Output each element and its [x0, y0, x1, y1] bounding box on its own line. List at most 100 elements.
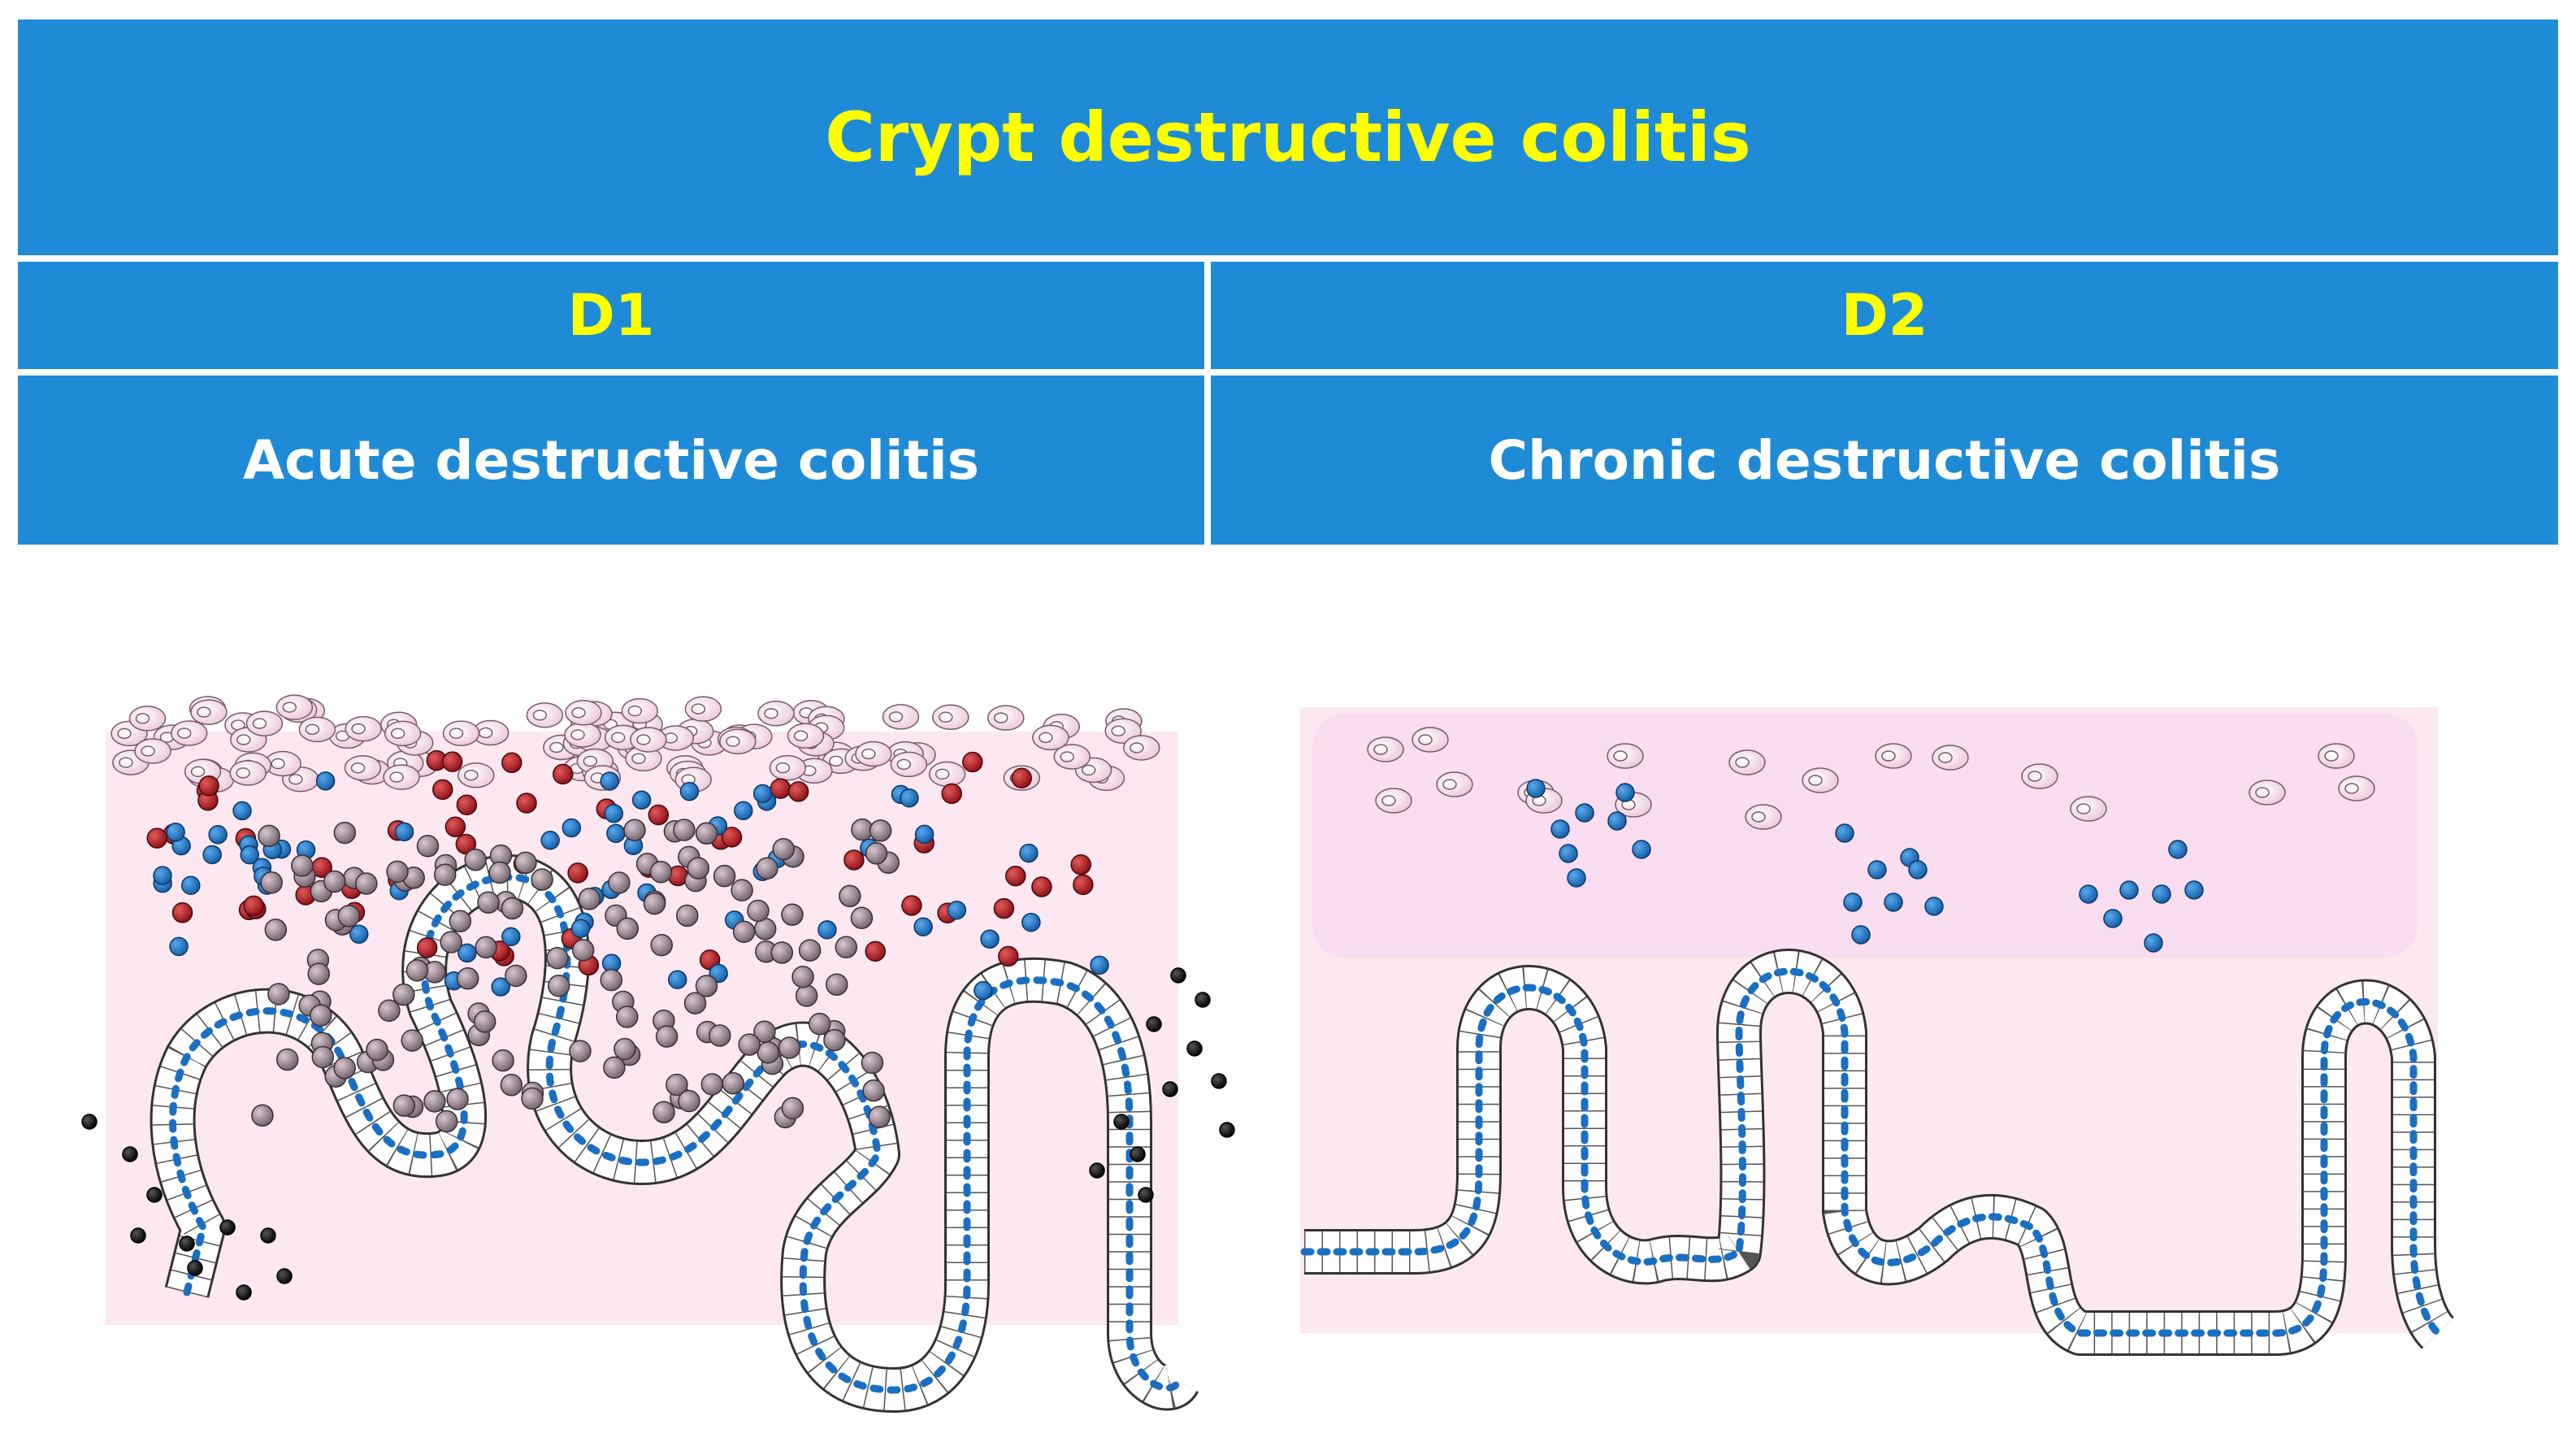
macrophage [757, 1041, 779, 1064]
d2-crypt-epithelium [1300, 949, 2455, 1356]
lymphocyte [1632, 840, 1651, 859]
macrophage [401, 1029, 423, 1052]
debris [1211, 1073, 1227, 1089]
title-text: Crypt destructive colitis [825, 98, 1751, 177]
lymphocyte [232, 801, 252, 821]
macrophage [433, 863, 457, 886]
lymphocyte [1559, 844, 1578, 863]
plasma-cell-nucleus [282, 701, 297, 713]
plasma-cell-nucleus [389, 771, 404, 783]
lymphocyte [501, 927, 521, 947]
lymphocyte [169, 936, 189, 957]
lymphocyte [817, 920, 837, 940]
macrophage [600, 968, 622, 992]
plasma-cell [442, 720, 480, 746]
plasma-cell [1802, 767, 1839, 793]
plasma-cell [245, 710, 284, 736]
lymphocyte [1851, 925, 1871, 945]
macrophage [323, 870, 346, 893]
lymphocyte [1908, 860, 1928, 880]
plasma-cell [1123, 735, 1160, 761]
plasma-cell [2318, 743, 2355, 769]
macrophage [386, 860, 409, 884]
macrophage [835, 936, 858, 959]
lymphocyte [153, 866, 172, 885]
macrophage [791, 966, 814, 988]
neutrophil [416, 937, 438, 958]
macrophage [862, 1079, 885, 1102]
debris [236, 1284, 252, 1301]
plasma-cell-nucleus [1081, 764, 1096, 776]
plasma-cell-nucleus [2324, 750, 2339, 762]
macrophage [778, 1036, 801, 1059]
macrophage [473, 1010, 497, 1033]
macrophage [571, 939, 595, 962]
crypt [1300, 949, 2455, 1356]
neutrophil [567, 862, 588, 884]
macrophage [722, 1072, 744, 1095]
neutrophil [648, 804, 670, 826]
macrophage [683, 992, 707, 1014]
d1-crypt-epithelium [150, 854, 1199, 1413]
plasma-cell-nucleus [236, 734, 251, 745]
macrophage [423, 1090, 446, 1113]
macrophage [392, 1094, 416, 1117]
plasma-cell-nucleus [305, 723, 320, 736]
lymphocyte [900, 788, 919, 808]
lymphocyte [166, 823, 185, 842]
debris [1113, 1114, 1130, 1130]
macrophage [366, 1038, 388, 1062]
d2-inflammatory-infiltrate [1367, 727, 2375, 953]
plasma-cell [987, 705, 1025, 731]
plasma-cell-nucleus [197, 706, 211, 718]
macrophage [643, 892, 666, 915]
plasma-cell [932, 704, 969, 731]
d2-superficial-band [1312, 714, 2418, 958]
macrophage [435, 1110, 458, 1133]
lymphocyte [947, 900, 967, 920]
plasma-cell-nucleus [793, 730, 809, 741]
plasma-cell-nucleus [1418, 734, 1433, 745]
macrophage [378, 999, 401, 1023]
lymphocyte [914, 824, 935, 845]
nuclei [169, 873, 1182, 1394]
plasma-cell-nucleus [1751, 811, 1766, 823]
plasma-cell-nucleus [1808, 775, 1823, 786]
plasma-cell-nucleus [350, 762, 366, 774]
plasma-cell-nucleus [861, 748, 876, 760]
d2-code-text: D2 [1841, 282, 1928, 349]
macrophage [267, 983, 290, 1005]
plasma-cell [2338, 775, 2375, 801]
neutrophil [1073, 874, 1094, 896]
plasma-cell [719, 728, 757, 754]
debris [130, 1227, 146, 1244]
macrophage [569, 1040, 592, 1062]
macrophage [578, 888, 601, 910]
macrophage [868, 1105, 891, 1128]
plasma-cell-nucleus [1613, 750, 1628, 762]
plasma-cell-nucleus [726, 736, 740, 747]
d2-chronic-illustration [1300, 707, 2455, 1356]
plasma-cell [769, 754, 807, 781]
neutrophil [1005, 866, 1026, 887]
debris [1162, 1081, 1178, 1097]
macrophage [505, 964, 527, 988]
neutrophil [721, 827, 743, 848]
macrophage [713, 864, 736, 888]
lymphocyte [1090, 955, 1109, 975]
plasma-cell [298, 716, 336, 743]
macrophage [475, 936, 497, 959]
plasma-cell-nucleus [775, 762, 791, 774]
macrophage [756, 857, 778, 880]
plasma-cell [757, 701, 795, 727]
lymphocyte [540, 831, 560, 850]
macrophage [521, 1087, 544, 1110]
lymphocyte [1924, 897, 1944, 916]
macrophage [666, 1073, 688, 1097]
lymphocyte [1567, 868, 1586, 888]
plasma-cell [344, 754, 382, 781]
plasma-cell [345, 715, 382, 742]
d1-inflammatory-infiltrate [81, 694, 1235, 1301]
plasma-cell-nucleus [764, 708, 778, 719]
